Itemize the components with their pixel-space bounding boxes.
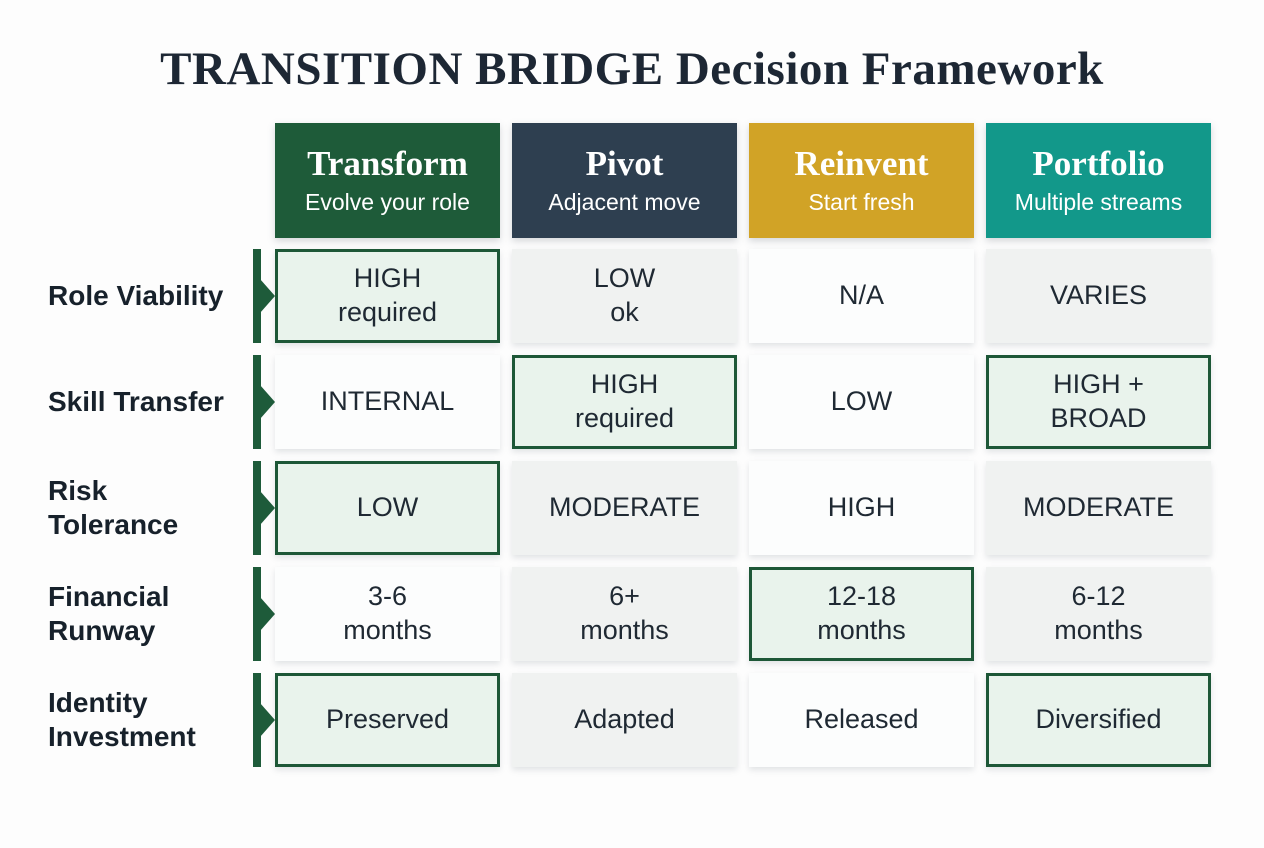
row-label-risk-tolerance: Risk Tolerance: [48, 475, 179, 540]
column-header-reinvent: Reinvent Start fresh: [749, 123, 974, 238]
cell-risk-tolerance-transform: LOW: [275, 461, 500, 555]
cell-role-viability-portfolio: VARIES: [986, 249, 1211, 343]
matrix-row-risk-tolerance: Risk Tolerance LOW MODERATE HIGH MODERAT…: [48, 461, 1264, 555]
row-arrow-icon: [253, 355, 275, 449]
column-subtitle: Adjacent move: [548, 188, 701, 215]
cell-role-viability-transform: HIGH required: [275, 249, 500, 343]
cell-financial-runway-reinvent: 12-18 months: [749, 567, 974, 661]
matrix-row-role-viability: Role Viability HIGH required LOW ok N/A …: [48, 249, 1264, 343]
cell-identity-investment-pivot: Adapted: [512, 673, 737, 767]
cell-financial-runway-pivot: 6+ months: [512, 567, 737, 661]
column-title: Reinvent: [794, 144, 929, 184]
cell-identity-investment-reinvent: Released: [749, 673, 974, 767]
row-label-identity-investment: Identity Investment: [48, 687, 196, 752]
cell-risk-tolerance-pivot: MODERATE: [512, 461, 737, 555]
decision-matrix: Transform Evolve your role Pivot Adjacen…: [0, 123, 1264, 767]
page-title: TRANSITION BRIDGE Decision Framework: [160, 43, 1104, 95]
column-title: Transform: [307, 144, 468, 184]
matrix-row-financial-runway: Financial Runway 3-6 months 6+ months 12…: [48, 567, 1264, 661]
column-header-transform: Transform Evolve your role: [275, 123, 500, 238]
cell-risk-tolerance-portfolio: MODERATE: [986, 461, 1211, 555]
row-arrow-icon: [253, 673, 275, 767]
matrix-header-row: Transform Evolve your role Pivot Adjacen…: [48, 123, 1264, 238]
cell-financial-runway-transform: 3-6 months: [275, 567, 500, 661]
column-subtitle: Start fresh: [808, 188, 915, 215]
column-title: Portfolio: [1032, 144, 1165, 184]
cell-identity-investment-portfolio: Diversified: [986, 673, 1211, 767]
row-arrow-icon: [253, 567, 275, 661]
header-label-spacer: [48, 123, 275, 238]
cell-skill-transfer-reinvent: LOW: [749, 355, 974, 449]
cell-skill-transfer-pivot: HIGH required: [512, 355, 737, 449]
column-header-portfolio: Portfolio Multiple streams: [986, 123, 1211, 238]
row-arrow-icon: [253, 249, 275, 343]
cell-financial-runway-portfolio: 6-12 months: [986, 567, 1211, 661]
cell-skill-transfer-transform: INTERNAL: [275, 355, 500, 449]
cell-risk-tolerance-reinvent: HIGH: [749, 461, 974, 555]
cell-role-viability-reinvent: N/A: [749, 249, 974, 343]
column-subtitle: Multiple streams: [1014, 188, 1183, 215]
matrix-row-identity-investment: Identity Investment Preserved Adapted Re…: [48, 673, 1264, 767]
matrix-row-skill-transfer: Skill Transfer INTERNAL HIGH required LO…: [48, 355, 1264, 449]
cell-skill-transfer-portfolio: HIGH + BROAD: [986, 355, 1211, 449]
column-header-pivot: Pivot Adjacent move: [512, 123, 737, 238]
column-subtitle: Evolve your role: [305, 188, 470, 215]
row-label-financial-runway: Financial Runway: [48, 581, 170, 646]
row-label-skill-transfer: Skill Transfer: [48, 386, 224, 418]
cell-identity-investment-transform: Preserved: [275, 673, 500, 767]
cell-role-viability-pivot: LOW ok: [512, 249, 737, 343]
column-title: Pivot: [585, 144, 664, 184]
row-label-role-viability: Role Viability: [48, 280, 224, 312]
row-arrow-icon: [253, 461, 275, 555]
